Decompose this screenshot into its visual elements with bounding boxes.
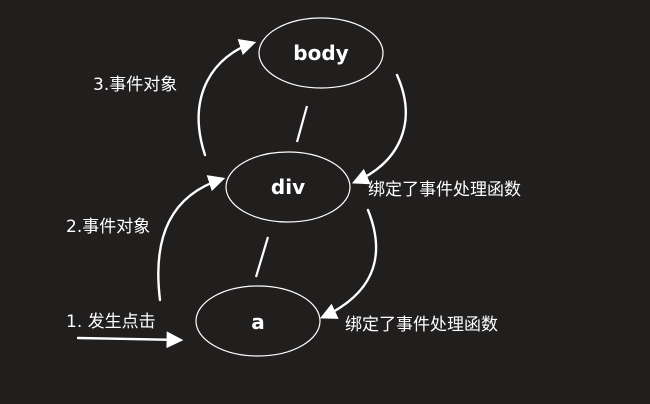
node-body-ellipse (258, 17, 384, 89)
step3-label: 3.事件对象 (93, 75, 177, 95)
node-div: div (225, 151, 351, 223)
handler-arrow-div-to-a (319, 208, 378, 319)
step2-label: 2.事件对象 (66, 217, 150, 237)
bubble-arrow-a-to-div (157, 175, 226, 302)
node-a: a (195, 285, 321, 357)
click-arrow (76, 331, 184, 349)
handler-div-label: 绑定了事件处理函数 (368, 180, 521, 200)
node-body: body (258, 17, 384, 89)
handler-arrow-body-to-div (351, 73, 407, 185)
link-div-a (254, 236, 270, 278)
handler-a-label: 绑定了事件处理函数 (345, 315, 498, 335)
link-body-div (295, 105, 309, 143)
node-div-label: div (271, 175, 305, 199)
step1-label: 1. 发生点击 (66, 312, 156, 332)
node-body-label: body (293, 41, 348, 65)
node-div-ellipse (225, 151, 351, 223)
node-a-label: a (251, 310, 265, 334)
node-a-ellipse (195, 285, 321, 357)
bubble-arrow-div-to-body (197, 39, 257, 157)
